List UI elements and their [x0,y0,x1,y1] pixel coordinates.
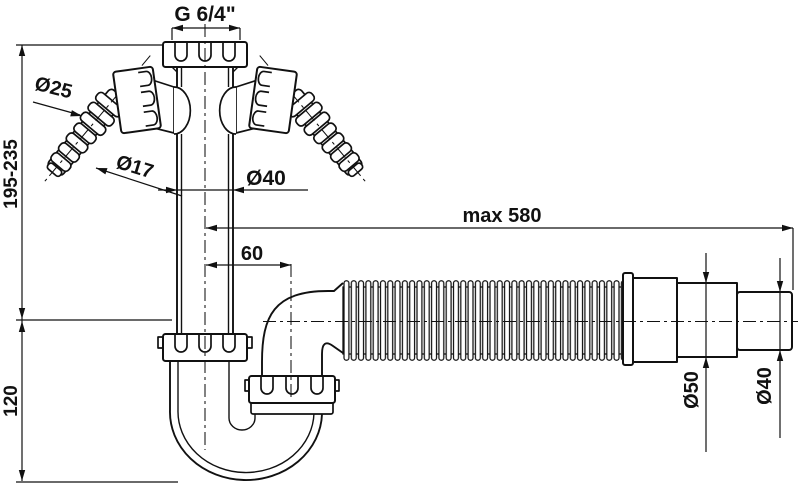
u-trap-bowl [169,361,323,481]
corrugated-hose [342,280,624,361]
height-range-label: 195-235 [1,139,22,209]
trap-depth-label: 120 [1,385,22,417]
elbow-offset-label: 60 [241,243,263,265]
barb-inner-label: Ø17 [113,151,156,183]
outlet-small-label: Ø40 [754,367,776,405]
centerlines [204,24,798,450]
max-length-label: max 580 [463,205,542,227]
thread-size-label: G 6/4" [174,3,235,26]
outlet-large-label: Ø50 [681,371,703,409]
dim-height-range: 195-235 120 [1,44,178,483]
outlet-end-fitting [622,272,793,366]
dim-outlet-small: Ø40 [754,258,784,438]
dim-max-length: max 580 [206,205,794,290]
outlet-elbow [261,282,344,378]
dim-barb-outer: Ø25 [32,73,82,117]
dim-outlet-large: Ø50 [681,253,710,452]
dim-thread-size: G 6/4" [171,3,241,40]
dim-pipe-diameter: Ø40 [158,167,308,194]
pipe-diameter-label: Ø40 [246,167,286,190]
trap-outlet-nut [244,375,340,415]
barb-outer-label: Ø25 [32,73,74,103]
dim-elbow-offset: 60 [206,243,291,269]
